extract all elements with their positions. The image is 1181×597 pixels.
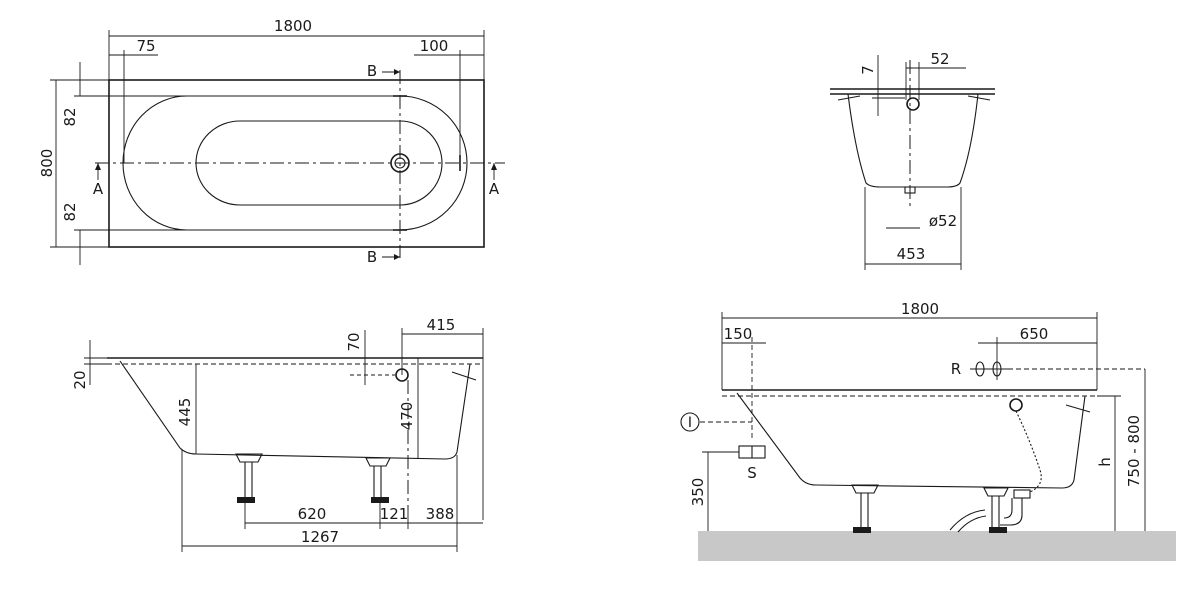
- section-b-top-label: B: [367, 62, 377, 80]
- install-foot-right-icon: [983, 487, 1009, 533]
- side-basin-profile: [119, 360, 471, 460]
- side-foot-to-waste-label: 121: [380, 505, 409, 523]
- install-left-offset-label: 150: [724, 325, 753, 343]
- section-a-right-label: A: [489, 180, 500, 198]
- install-floor-height-label: 350: [689, 478, 707, 507]
- side-rim-label: 20: [71, 370, 89, 389]
- side-depth-inner-label: 445: [176, 398, 194, 427]
- top-right-offset-label: 100: [420, 37, 449, 55]
- top-length-label: 1800: [274, 17, 312, 35]
- section-b-bottom-label: B: [367, 248, 377, 266]
- cross-base-width-label: 453: [897, 245, 926, 263]
- drain-icon: [390, 153, 410, 173]
- install-tap-label: R: [951, 360, 961, 378]
- cross-overflow-width-label: 52: [930, 50, 949, 68]
- cross-waste-diameter-label: ø52: [929, 212, 957, 230]
- install-floor: [698, 531, 1176, 561]
- cross-basin-profile: [847, 93, 979, 188]
- install-basin-profile: [736, 392, 1086, 489]
- install-length-label: 1800: [901, 300, 939, 318]
- cross-overflow-icon: [906, 97, 920, 111]
- install-overflow-icon: [1009, 398, 1023, 412]
- top-view: 1800 75 100 800 82 82 B B A A: [38, 17, 505, 266]
- install-height-label: h: [1096, 457, 1114, 467]
- side-depth-total-label: 470: [398, 402, 416, 431]
- cross-section-view: 7 52 ø52 453: [830, 50, 995, 270]
- waste-trap-icon: [949, 489, 1031, 533]
- top-rim-top-label: 82: [61, 107, 79, 126]
- install-supply-label: S: [747, 464, 757, 482]
- side-waste-to-end-label: 388: [426, 505, 455, 523]
- side-section-view: 415 70 20 445 470 620 121 388 1267: [71, 316, 484, 552]
- side-foot-left-icon: [235, 453, 263, 503]
- install-height-range-label: 750 - 800: [1125, 415, 1143, 487]
- side-right-overall-label: 415: [427, 316, 456, 334]
- section-a-left-label: A: [93, 180, 104, 198]
- install-view: 1800 150 650 R I S 350 h 750 - 800: [680, 300, 1176, 561]
- top-width-label: 800: [38, 149, 56, 178]
- cross-waste-offset-label: 7: [859, 65, 877, 75]
- top-left-offset-label: 75: [136, 37, 155, 55]
- side-feet-spacing-label: 620: [298, 505, 327, 523]
- side-overflow-drop-label: 70: [345, 332, 363, 351]
- top-view-basin-inner: [195, 120, 443, 206]
- side-base-length-label: 1267: [301, 528, 339, 546]
- install-info-label: I: [688, 415, 692, 431]
- info-icon: [680, 412, 700, 432]
- side-foot-right-icon: [365, 457, 391, 503]
- install-foot-left-icon: [851, 484, 879, 533]
- drain-inner-icon: [394, 157, 406, 169]
- top-rim-bottom-label: 82: [61, 202, 79, 221]
- install-tap-offset-label: 650: [1020, 325, 1049, 343]
